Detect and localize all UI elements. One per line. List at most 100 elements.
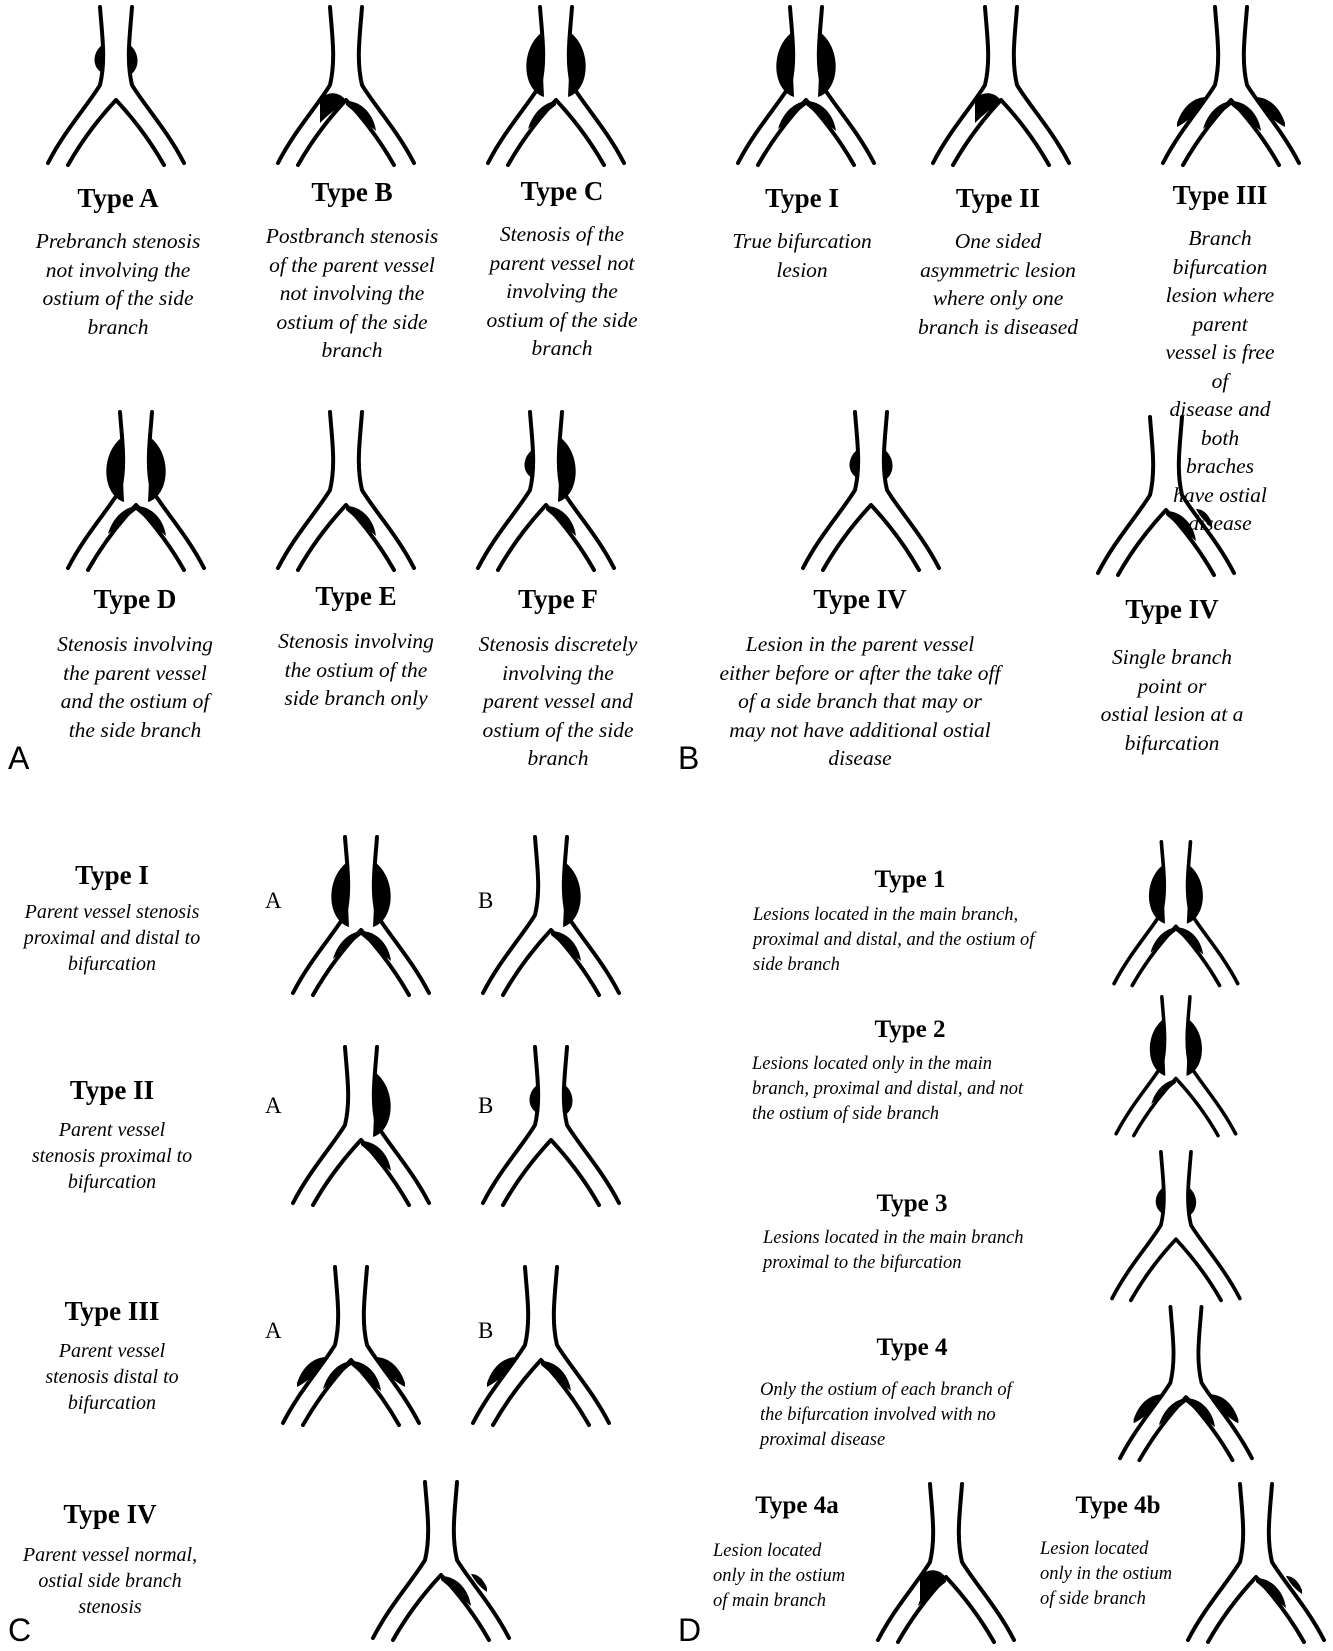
type-iv-b1-desc: Lesion in the parent vessel either befor…	[719, 630, 1000, 773]
plaque-br-R-outer	[1209, 1394, 1238, 1423]
plaque-carina-R	[361, 931, 391, 961]
type-e-desc: Stenosis involving the ostium of the sid…	[278, 627, 434, 713]
vessel-wall-1	[1112, 1152, 1164, 1299]
plaque-prox-L-small	[95, 45, 103, 73]
plaque-carina-R	[1176, 927, 1203, 954]
vessel-wall-1	[933, 7, 988, 163]
plaque-carina-L	[528, 101, 556, 129]
vessel-wall-1	[483, 837, 538, 993]
plaque-prox-R-small	[130, 45, 138, 75]
diagram-type-4a	[870, 1482, 1020, 1651]
vessel-wall-1	[473, 1267, 528, 1423]
plaque-carina-R	[351, 1361, 381, 1391]
diagram-type-i-c-b	[475, 835, 625, 1000]
plaque-carina-R	[1231, 101, 1261, 131]
diagram-type-iii-c-a	[275, 1265, 425, 1430]
type-iii-c-title: Type III	[65, 1296, 160, 1327]
type-iv-b2-title: Type IV	[1125, 594, 1218, 625]
diagram-type-f	[470, 410, 620, 575]
vessel-wall-2	[454, 1482, 509, 1638]
plaque-prox-L-small	[530, 1085, 538, 1113]
plaque-carina-R	[136, 506, 166, 536]
diagram-type-i-b	[730, 5, 880, 170]
plaque-dist-L	[320, 93, 346, 123]
type-4-title: Type 4	[876, 1334, 947, 1362]
plaque-prox-L-big	[526, 33, 544, 97]
type-2-title: Type 2	[874, 1016, 945, 1044]
plaque-prox-R-small	[1189, 1188, 1196, 1216]
type-ii-c-desc: Parent vessel stenosis proximal to bifur…	[32, 1117, 192, 1195]
type-1-desc: Lesions located in the main branch, prox…	[753, 903, 1034, 978]
vessel-wall-2	[1014, 7, 1069, 163]
vessel-wall-2	[959, 1484, 1014, 1640]
vessel-wall-2	[129, 7, 184, 163]
diagram-type-iv-b2	[1090, 415, 1240, 580]
sub-label-a: A	[265, 888, 282, 914]
plaque-carina-L	[108, 506, 136, 534]
plaque-br-L-outer	[1134, 1394, 1163, 1423]
vessel-wall-2	[1244, 7, 1299, 163]
plaque-carina-R	[441, 1576, 471, 1606]
plaque-prox-L-big	[1149, 865, 1165, 923]
plaque-prox-L-big	[331, 863, 349, 927]
plaque-carina-L	[1150, 927, 1175, 952]
plaque-carina-L	[778, 101, 806, 129]
type-i-b-desc: True bifurcation lesion	[732, 227, 872, 284]
type-c-title: Type C	[521, 176, 604, 207]
plaque-br-L-outer	[297, 1357, 327, 1387]
type-1-title: Type 1	[874, 866, 945, 894]
panel-letter-d: D	[678, 1612, 701, 1649]
vessel-wall-1	[1098, 417, 1153, 573]
diagram-type-c	[480, 5, 630, 170]
vessel-wall-1	[283, 1267, 338, 1423]
vessel-wall-2	[564, 1047, 619, 1203]
type-b-title: Type B	[311, 177, 392, 208]
diagram-type-iv-c	[365, 1480, 515, 1651]
diagram-type-iv-b1	[795, 410, 945, 575]
plaque-prox-R-big	[563, 863, 581, 927]
vessel-wall-1	[278, 412, 333, 568]
panel-letter-c: C	[8, 1612, 31, 1649]
vessel-wall-1	[373, 1482, 428, 1638]
plaque-carina-R	[541, 1361, 571, 1391]
vessel-wall-1	[803, 412, 858, 568]
type-4a-desc: Lesion located only in the ostium of mai…	[713, 1539, 845, 1614]
type-4a-title: Type 4a	[755, 1492, 839, 1520]
vessel-wall-2	[359, 412, 414, 568]
vessel-wall-2	[884, 412, 939, 568]
diagram-type-d	[60, 410, 210, 575]
vessel-wall-2	[1198, 1307, 1251, 1458]
vessel-wall-1	[1163, 7, 1218, 163]
plaque-carina-R	[551, 931, 581, 961]
plaque-prox-R-big	[1187, 865, 1203, 923]
type-i-c-desc: Parent vessel stenosis proximal and dist…	[24, 899, 200, 977]
type-a-desc: Prebranch stenosis not involving the ost…	[36, 227, 201, 341]
type-iv-b2-desc: Single branch point or ostial lesion at …	[1092, 643, 1253, 757]
plaque-prox-R-small	[885, 450, 893, 480]
vessel-wall-1	[293, 1047, 348, 1203]
diagram-type-iii-c-b	[465, 1265, 615, 1430]
type-iii-b-title: Type III	[1173, 180, 1268, 211]
plaque-prox-R-big	[373, 1073, 391, 1137]
type-iv-c-title: Type IV	[63, 1499, 156, 1530]
vessel-wall-1	[48, 7, 103, 163]
plaque-prox-L-big	[776, 33, 794, 97]
panel-letter-a: A	[8, 740, 29, 777]
type-4-desc: Only the ostium of each branch of the bi…	[760, 1378, 1012, 1453]
vessel-wall-1	[1188, 1484, 1243, 1640]
type-a-title: Type A	[77, 183, 158, 214]
diagram-type-ii-c-b	[475, 1045, 625, 1210]
vessel-wall-2	[1188, 1152, 1240, 1299]
plaque-br-L-outer	[487, 1357, 517, 1387]
vessel-wall-1	[878, 1484, 933, 1640]
diagram-type-1	[1100, 840, 1250, 990]
plaque-prox-R-big	[1186, 1020, 1202, 1076]
type-f-desc: Stenosis discretely involving the parent…	[479, 630, 638, 773]
type-3-title: Type 3	[876, 1190, 947, 1218]
vessel-wall-1	[278, 7, 333, 163]
plaque-prox-L-small	[850, 450, 858, 478]
type-ii-b-desc: One sided asymmetric lesion where only o…	[918, 227, 1078, 341]
plaque-carina-R	[346, 101, 376, 131]
type-4b-title: Type 4b	[1076, 1492, 1161, 1520]
plaque-carina-R	[346, 506, 376, 536]
